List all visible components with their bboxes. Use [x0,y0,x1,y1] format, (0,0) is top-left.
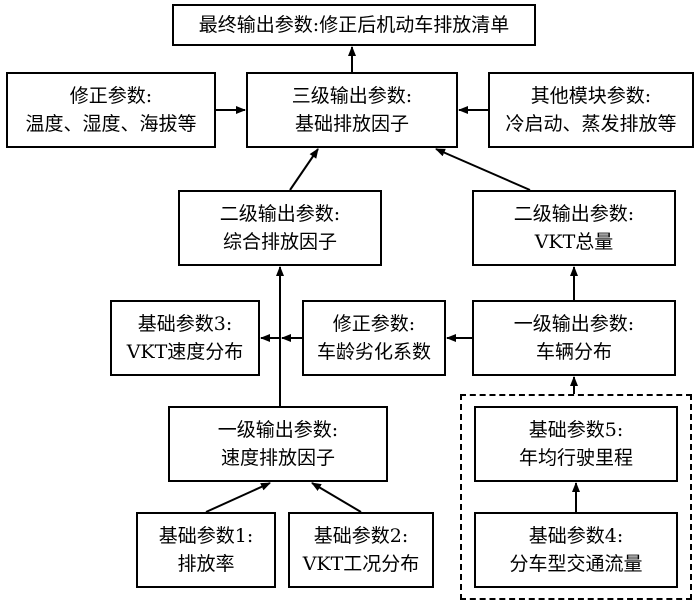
final-output-box: 最终输出参数:修正后机动车排放清单 [172,4,536,46]
level2-combined-title: 二级输出参数: [219,203,341,225]
base2-box: 基础参数2: VKT工况分布 [288,512,434,588]
base2-title: 基础参数2: [313,525,409,547]
level3-output-title: 三级输出参数: [291,85,413,107]
base1-box: 基础参数1: 排放率 [136,512,276,588]
base4-detail: 分车型交通流量 [509,553,643,575]
base4-box: 基础参数4: 分车型交通流量 [474,512,678,588]
base3-box: 基础参数3: VKT速度分布 [110,300,260,376]
level2-combined-box: 二级输出参数: 综合排放因子 [178,190,382,266]
other-modules-box: 其他模块参数: 冷启动、蒸发排放等 [488,72,694,148]
level1-speed-box: 一级输出参数: 速度排放因子 [168,406,388,482]
base4-title: 基础参数4: [528,525,624,547]
other-modules-title: 其他模块参数: [530,85,652,107]
arrow-level2-vkt-to-level3 [435,148,531,191]
base5-detail: 年均行驶里程 [518,447,633,469]
correction-age-detail: 车龄劣化系数 [316,341,431,363]
base2-detail: VKT工况分布 [302,553,420,575]
correction-age-box: 修正参数: 车龄劣化系数 [302,300,446,376]
base1-detail: 排放率 [177,553,235,575]
base5-title: 基础参数5: [528,419,624,441]
base3-detail: VKT速度分布 [126,341,244,363]
level1-vehicle-detail: 车辆分布 [535,341,612,363]
level1-speed-title: 一级输出参数: [217,419,339,441]
base3-title: 基础参数3: [137,313,233,335]
base-params-group-border [460,394,692,600]
arrow-base2-to-level1-speed [311,482,362,513]
arrow-base1-to-level1-speed [205,482,271,513]
correction-env-title: 修正参数: [69,85,153,107]
arrow-level2-combined-to-level3 [289,148,319,191]
correction-env-detail: 温度、湿度、海拔等 [25,113,197,135]
level2-vkt-detail: VKT总量 [534,231,614,253]
level1-vehicle-box: 一级输出参数: 车辆分布 [472,300,676,376]
level3-output-detail: 基础排放因子 [294,113,409,135]
base5-box: 基础参数5: 年均行驶里程 [474,406,678,482]
level1-vehicle-title: 一级输出参数: [513,313,635,335]
correction-age-title: 修正参数: [332,313,416,335]
correction-env-box: 修正参数: 温度、湿度、海拔等 [6,72,216,148]
level2-vkt-title: 二级输出参数: [513,203,635,225]
level2-vkt-box: 二级输出参数: VKT总量 [472,190,676,266]
level2-combined-detail: 综合排放因子 [222,231,337,253]
level1-speed-detail: 速度排放因子 [220,447,335,469]
final-output-label: 最终输出参数:修正后机动车排放清单 [198,14,510,36]
level3-output-box: 三级输出参数: 基础排放因子 [246,72,458,148]
other-modules-detail: 冷启动、蒸发排放等 [505,113,677,135]
base1-title: 基础参数1: [158,525,254,547]
